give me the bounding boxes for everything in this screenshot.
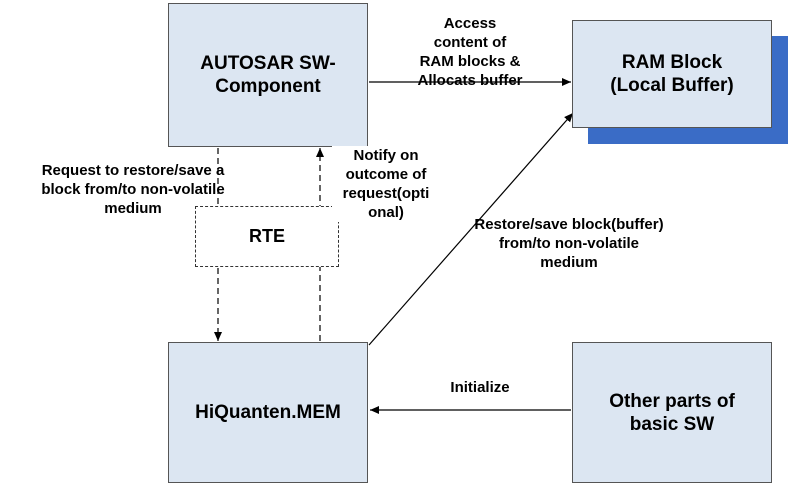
ram-block-label: RAM Block (Local Buffer): [610, 52, 734, 96]
hiquanten-mem-label: HiQuanten.MEM: [195, 402, 341, 423]
ram-block-box: RAM Block (Local Buffer): [572, 20, 772, 128]
restore-arrow: [368, 112, 574, 346]
autosar-sw-component-label: AUTOSAR SW- Component: [200, 53, 336, 97]
other-basic-sw-label: Other parts of basic SW: [609, 390, 735, 435]
rte-box: RTE: [195, 206, 339, 267]
other-basic-sw-box: Other parts of basic SW: [572, 342, 772, 483]
autosar-sw-component-box: AUTOSAR SW- Component: [168, 3, 368, 147]
initialize-label: Initialize: [450, 379, 510, 396]
notify-outcome-label: Notify on outcome of request(opti onal): [332, 146, 440, 222]
access-content-label: Access content of RAM blocks & Allocats …: [417, 15, 523, 89]
hiquanten-mem-box: HiQuanten.MEM: [168, 342, 368, 483]
request-restore-label: Request to restore/save a block from/to …: [41, 162, 225, 217]
restore-save-block-label: Restore/save block(buffer) from/to non-v…: [474, 216, 664, 271]
rte-label: RTE: [249, 226, 285, 246]
